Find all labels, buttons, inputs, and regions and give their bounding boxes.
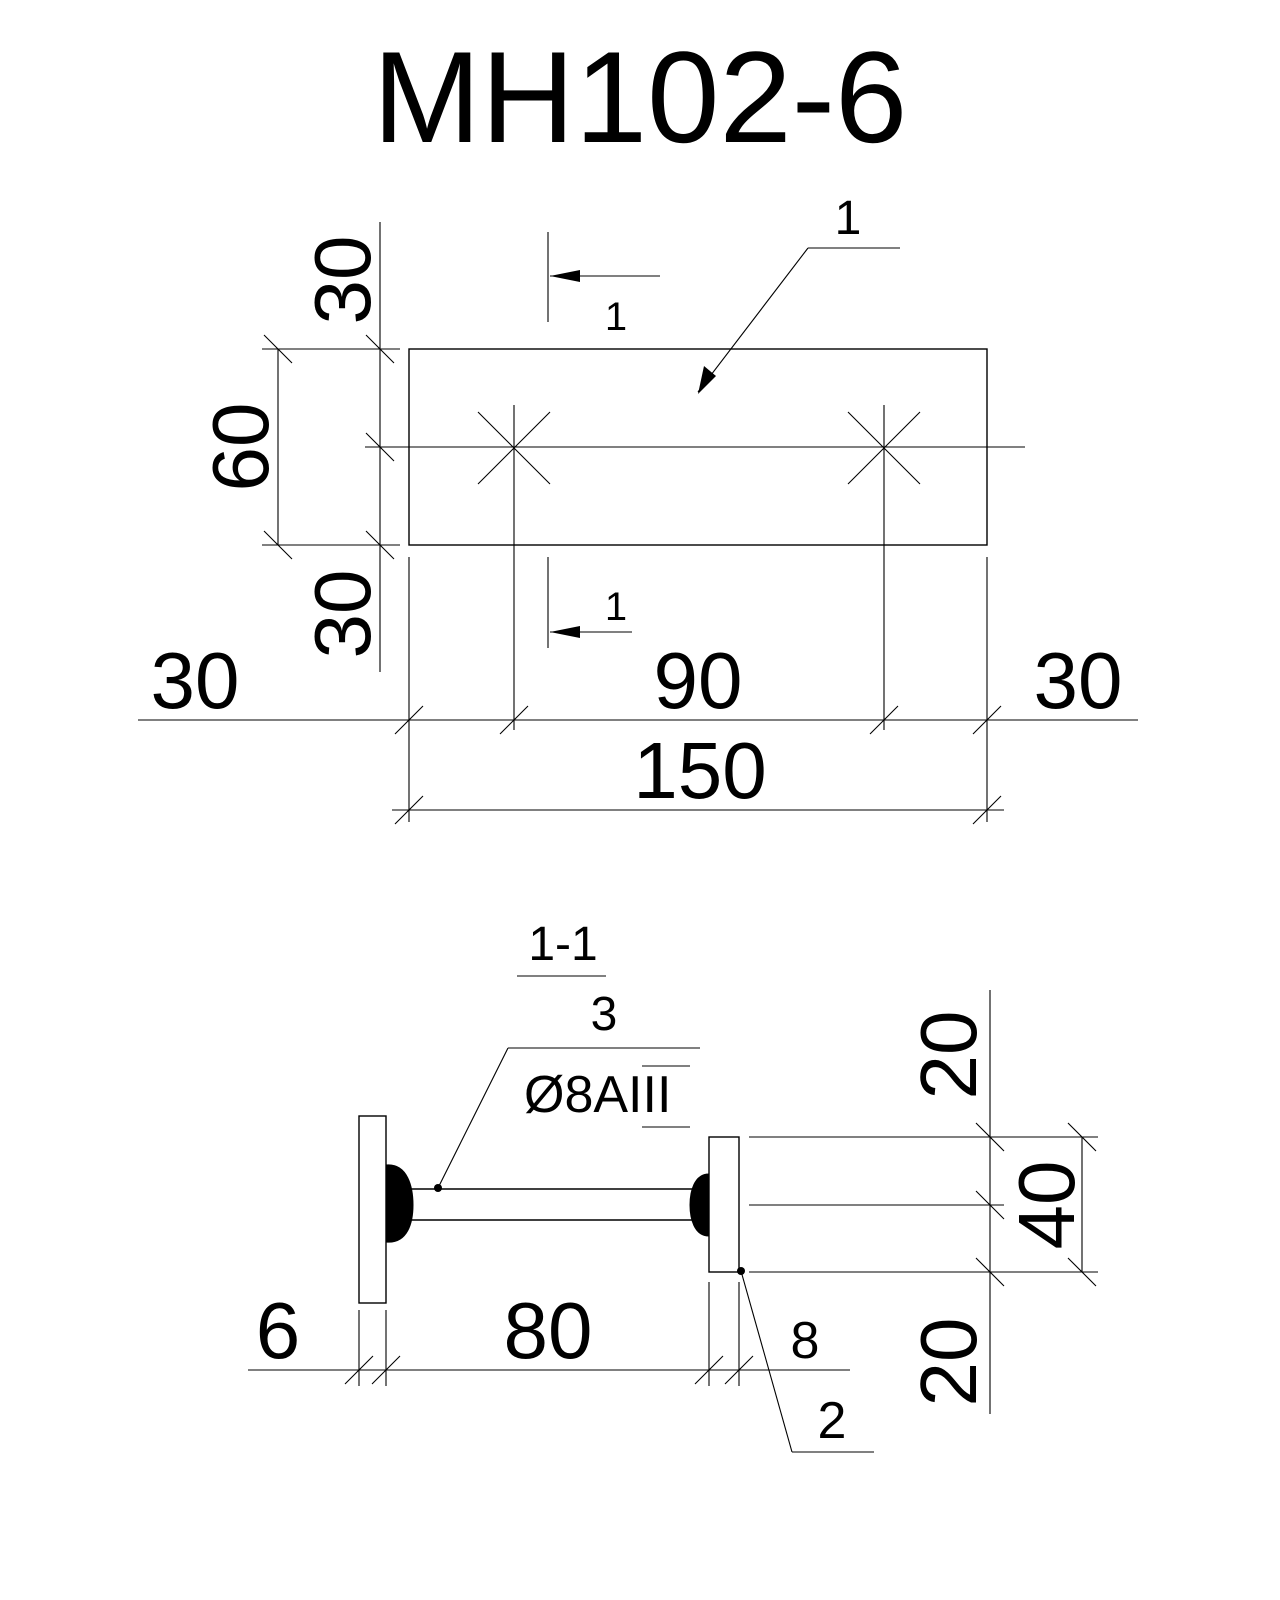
weld-right <box>689 1173 710 1237</box>
dim-section-bar-length: 80 <box>504 1286 593 1375</box>
rebar-label: Ø8AIII <box>524 1066 671 1124</box>
plan-view: 1 1 1 30 60 30 <box>138 192 1138 825</box>
dim-section-left-plate: 6 <box>256 1286 301 1375</box>
drawing-title: MH102-6 <box>373 24 908 170</box>
position-label: 1 <box>835 192 862 245</box>
dim-plan-total: 150 <box>633 726 766 815</box>
right-plate <box>708 1136 740 1273</box>
weld-left <box>385 1164 414 1243</box>
plate-label: 2 <box>818 1392 847 1450</box>
section-scale: 3 <box>591 988 618 1041</box>
dim-plan-right: 30 <box>1034 636 1123 725</box>
vertical-dimensions <box>262 222 400 672</box>
rebar-leader-dot <box>434 1184 442 1192</box>
dim-plan-bottom: 30 <box>298 570 387 659</box>
dim-section-top: 20 <box>904 1011 993 1100</box>
left-plate <box>358 1115 387 1304</box>
anchor-mark-right <box>847 405 921 730</box>
dim-section-right-plate: 8 <box>791 1312 820 1370</box>
dim-section-height: 40 <box>1002 1161 1091 1250</box>
dim-plan-height: 60 <box>196 403 285 492</box>
dim-section-bottom: 20 <box>904 1318 993 1407</box>
section-view: 1-1 3 Ø8AIII 2 <box>248 918 1098 1453</box>
position-leader <box>697 247 900 394</box>
section-vertical-dimensions <box>749 990 1098 1414</box>
horizontal-dimensions <box>138 557 1138 825</box>
section-cut-label-top: 1 <box>605 295 627 339</box>
dim-plan-left: 30 <box>151 636 240 725</box>
dim-plan-top: 30 <box>298 236 387 325</box>
section-cut-marker-bottom <box>547 557 632 648</box>
plate-leader <box>740 1270 793 1453</box>
section-cut-label-bottom: 1 <box>605 585 627 629</box>
section-name: 1-1 <box>528 918 597 971</box>
anchor-mark-left <box>477 405 551 730</box>
dim-plan-center: 90 <box>654 636 743 725</box>
rebar-leader <box>437 1047 509 1189</box>
section-horizontal-dimensions <box>248 1282 850 1386</box>
section-cut-marker-top <box>547 232 660 322</box>
